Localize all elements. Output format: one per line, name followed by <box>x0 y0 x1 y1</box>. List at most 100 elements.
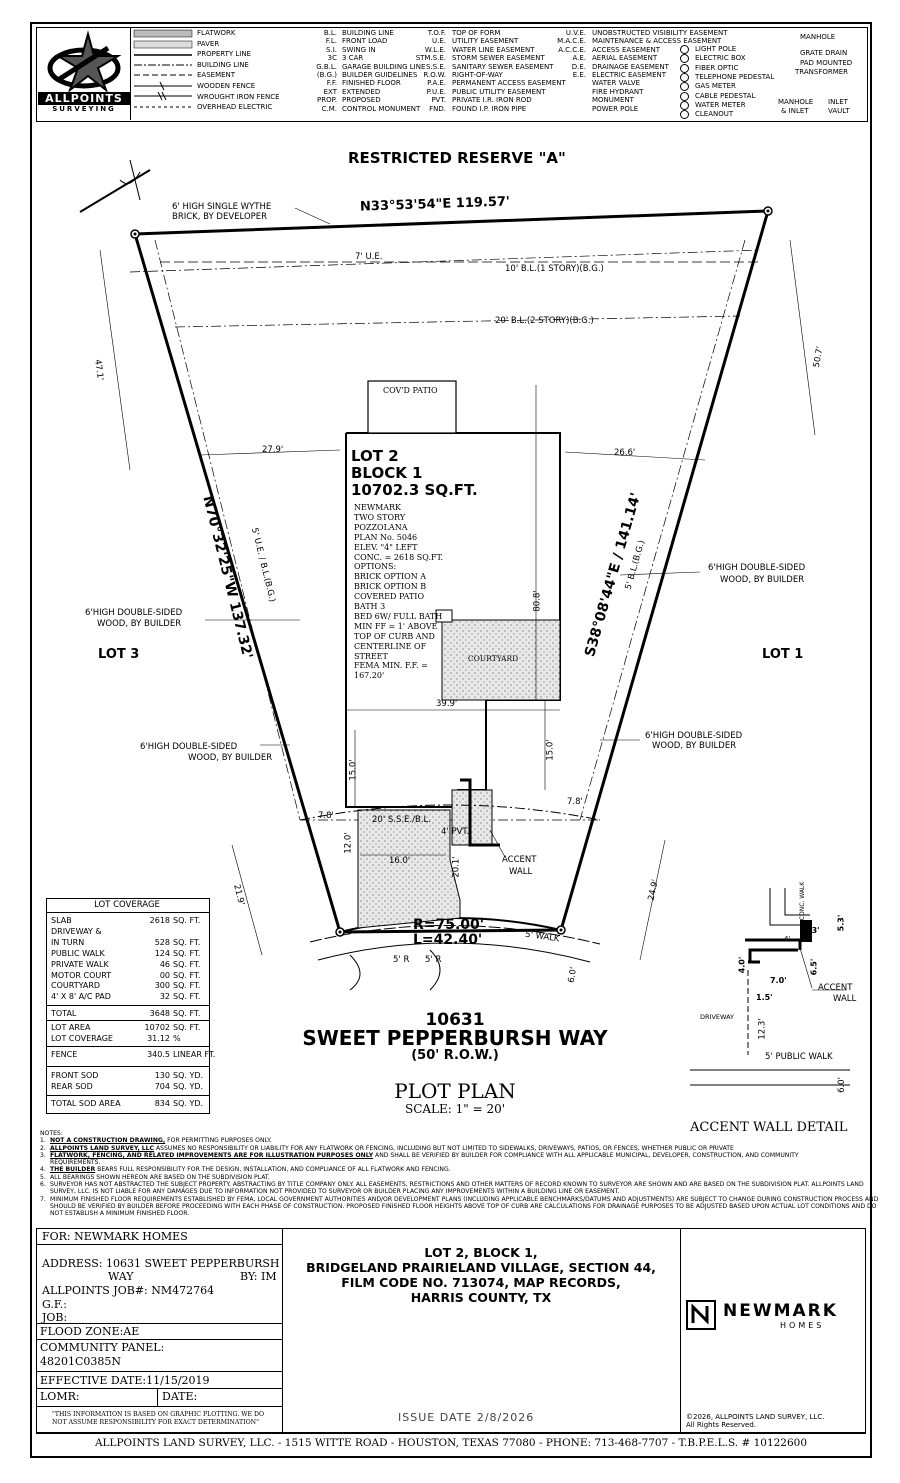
legend-symbol-icon <box>680 63 689 73</box>
legend-abbr: 3C <box>327 54 337 63</box>
tb-by: BY: IM <box>240 1270 277 1283</box>
note-text: ASSUMES NO RESPONSIBILITY OR LIABILITY F… <box>154 1144 734 1152</box>
lomr-divider <box>157 1388 158 1406</box>
note-text: SURVEYOR HAS NOT ABSTRACTED THE SUBJECT … <box>50 1181 864 1189</box>
legend-abbr: P.U.E. <box>426 87 446 96</box>
legend-abbr: W.L.E. <box>424 45 446 54</box>
dim-26-6: 26.6' <box>614 448 636 458</box>
lot-detail-line: NEWMARK <box>354 503 402 512</box>
legend-item: STORM SEWER EASEMENT <box>452 54 545 63</box>
detail-dim-1-3: 1.3' <box>803 926 820 935</box>
dim-27-9: 27.9' <box>262 445 284 455</box>
legend-item: BUILDING LINE <box>342 29 394 37</box>
coverage-unit: % <box>173 1034 181 1043</box>
legend-item: RIGHT-OF-WAY <box>452 71 503 79</box>
note-bold: FLATWORK, FENCING, AND RELATED IMPROVEME… <box>50 1151 374 1159</box>
lot-detail-line: PLAN No. 5046 <box>354 532 418 542</box>
legend-item: WATER VALVE <box>592 79 641 88</box>
legend-item: PROPERTY LINE <box>197 50 251 59</box>
legend-abbr: PVT. <box>431 96 446 105</box>
legend-abbr: M.A.C.E. <box>557 37 586 46</box>
coverage-value: 130 <box>154 1071 170 1080</box>
divider <box>36 1433 866 1434</box>
lot1-label: LOT 1 <box>762 647 804 662</box>
note-text: REQUIREMENTS. <box>50 1159 101 1167</box>
legend-item: POWER POLE <box>592 104 639 113</box>
fence-right-1: 6'HIGH DOUBLE-SIDED <box>708 563 806 573</box>
note-item: 6. SURVEYOR HAS NOT ABSTRACTED THE SUBJEC… <box>40 1181 864 1189</box>
coverage-label: LOT COVERAGE <box>51 1034 113 1043</box>
legend-item: MANHOLE <box>778 98 814 106</box>
coverage-value: 834 <box>154 1099 170 1108</box>
coverage-value: 3648 <box>149 1009 170 1018</box>
legend-divider <box>130 27 131 120</box>
note-item: 7.MINIMUM FINISHED FLOOR REQUIREMENTS ES… <box>40 1196 878 1203</box>
title-block <box>36 1228 866 1433</box>
coverage-value: 2618 <box>149 916 170 925</box>
note-item: 3.FLATWORK, FENCING, AND RELATED IMPROVE… <box>40 1152 860 1159</box>
coverage-value: 32 <box>159 992 170 1002</box>
notes-section: NOTES:1.NOT A CONSTRUCTION DRAWING, FOR … <box>40 1130 878 1218</box>
covd-patio-label: COV'D PATIO <box>383 386 438 395</box>
legend-item: PRIVATE I.R. IRON ROD <box>452 96 532 105</box>
dim-16: 16.0' <box>389 856 411 866</box>
legend-abbr: R.O.W. <box>423 71 446 79</box>
coverage-unit: SQ. FT. <box>173 948 201 958</box>
lot-detail-line: BED 6W/ FULL BATH <box>354 611 443 621</box>
legend-abbr: P.A.E. <box>427 79 446 88</box>
lot-detail-line: TWO STORY <box>354 512 406 522</box>
lot-detail-line: POZZOLANA <box>354 522 408 532</box>
legend-abbr: B.L. <box>323 29 337 37</box>
tb-gf: G.F.: <box>42 1298 68 1311</box>
legend-symbol-icon <box>680 45 689 54</box>
legend-abbr: F.L. <box>325 37 337 46</box>
coverage-unit: SQ. FT. <box>173 981 201 991</box>
note-text: BEARS FULL RESPONSIBILITY FOR THE DESIGN… <box>95 1166 451 1174</box>
legend-item: FIRE HYDRANT <box>592 87 644 96</box>
note-number: 5. <box>40 1173 46 1181</box>
coverage-unit: SQ. FT. <box>173 916 201 925</box>
divider <box>36 1371 282 1372</box>
detail-dim-1-5: 1.5' <box>756 993 773 1002</box>
plot-plan-title: PLOT PLAN <box>394 1079 516 1103</box>
tb-disclaimer-2: NOT ASSUME RESPONSIBILITY FOR EXACT DETE… <box>52 1419 259 1426</box>
legend-item: TRANSFORMER <box>795 68 849 76</box>
legend-item: SANITARY SEWER EASEMENT <box>452 62 554 71</box>
legend-item: ELECTRIC EASEMENT <box>592 71 667 79</box>
legal-line: FILM CODE NO. 713074, MAP RECORDS, <box>341 1275 621 1290</box>
tb-address2: WAY <box>108 1270 134 1283</box>
coverage-label: DRIVEWAY & <box>51 926 102 936</box>
address-row: (50' R.O.W.) <box>411 1048 499 1063</box>
lot-detail-line: ELEV. "4" LEFT <box>354 542 418 552</box>
legend-abbr: U.V.E. <box>565 29 586 37</box>
legend-item: WATER LINE EASEMENT <box>452 45 535 54</box>
coverage-unit: SQ. YD. <box>173 1082 204 1091</box>
legend-item: FOUND I.P. IRON PIPE <box>452 104 527 113</box>
curve-length: L=42.40' <box>413 932 483 948</box>
legend-item: MONUMENT <box>592 96 634 105</box>
brand-name: NEWMARK <box>723 1301 838 1321</box>
divider <box>46 1046 209 1047</box>
legend-item: PAVER <box>197 39 220 48</box>
tb-lomr: LOMR: <box>40 1390 80 1403</box>
coverage-value: 31.12 <box>147 1034 170 1043</box>
tb-date: DATE: <box>162 1390 198 1403</box>
coverage-unit: SQ. FT. <box>173 959 201 969</box>
legend-item: WATER METER <box>695 100 746 109</box>
legend-item: BUILDING LINE <box>197 60 249 69</box>
note-item: 4.THE BUILDER BEARS FULL RESPONSIBILITY … <box>40 1166 860 1173</box>
fence-right2-1: 6'HIGH DOUBLE-SIDED <box>645 731 743 741</box>
ue7-label: 7' U.E. <box>355 252 383 262</box>
note-number: 1. <box>40 1137 46 1145</box>
note-item: 5.ALL BEARINGS SHOWN HEREON ARE BASED ON… <box>40 1174 860 1181</box>
note-number: 6. <box>40 1181 46 1189</box>
note-item: 2.ALLPOINTS LAND SURVEY, LLC ASSUMES NO … <box>40 1145 860 1152</box>
lot-detail-line: COVERED PATIO <box>354 592 425 602</box>
lot-detail-line: BRICK OPTION B <box>354 582 427 592</box>
reserve-label: RESTRICTED RESERVE "A" <box>348 149 566 167</box>
coverage-value: 704 <box>154 1082 170 1091</box>
legend-item: VAULT <box>828 107 850 115</box>
note-item: SHOULD BE VERIFIED BY BUILDER BEFORE PRO… <box>40 1203 876 1210</box>
legend-abbr: F.F. <box>326 79 337 88</box>
